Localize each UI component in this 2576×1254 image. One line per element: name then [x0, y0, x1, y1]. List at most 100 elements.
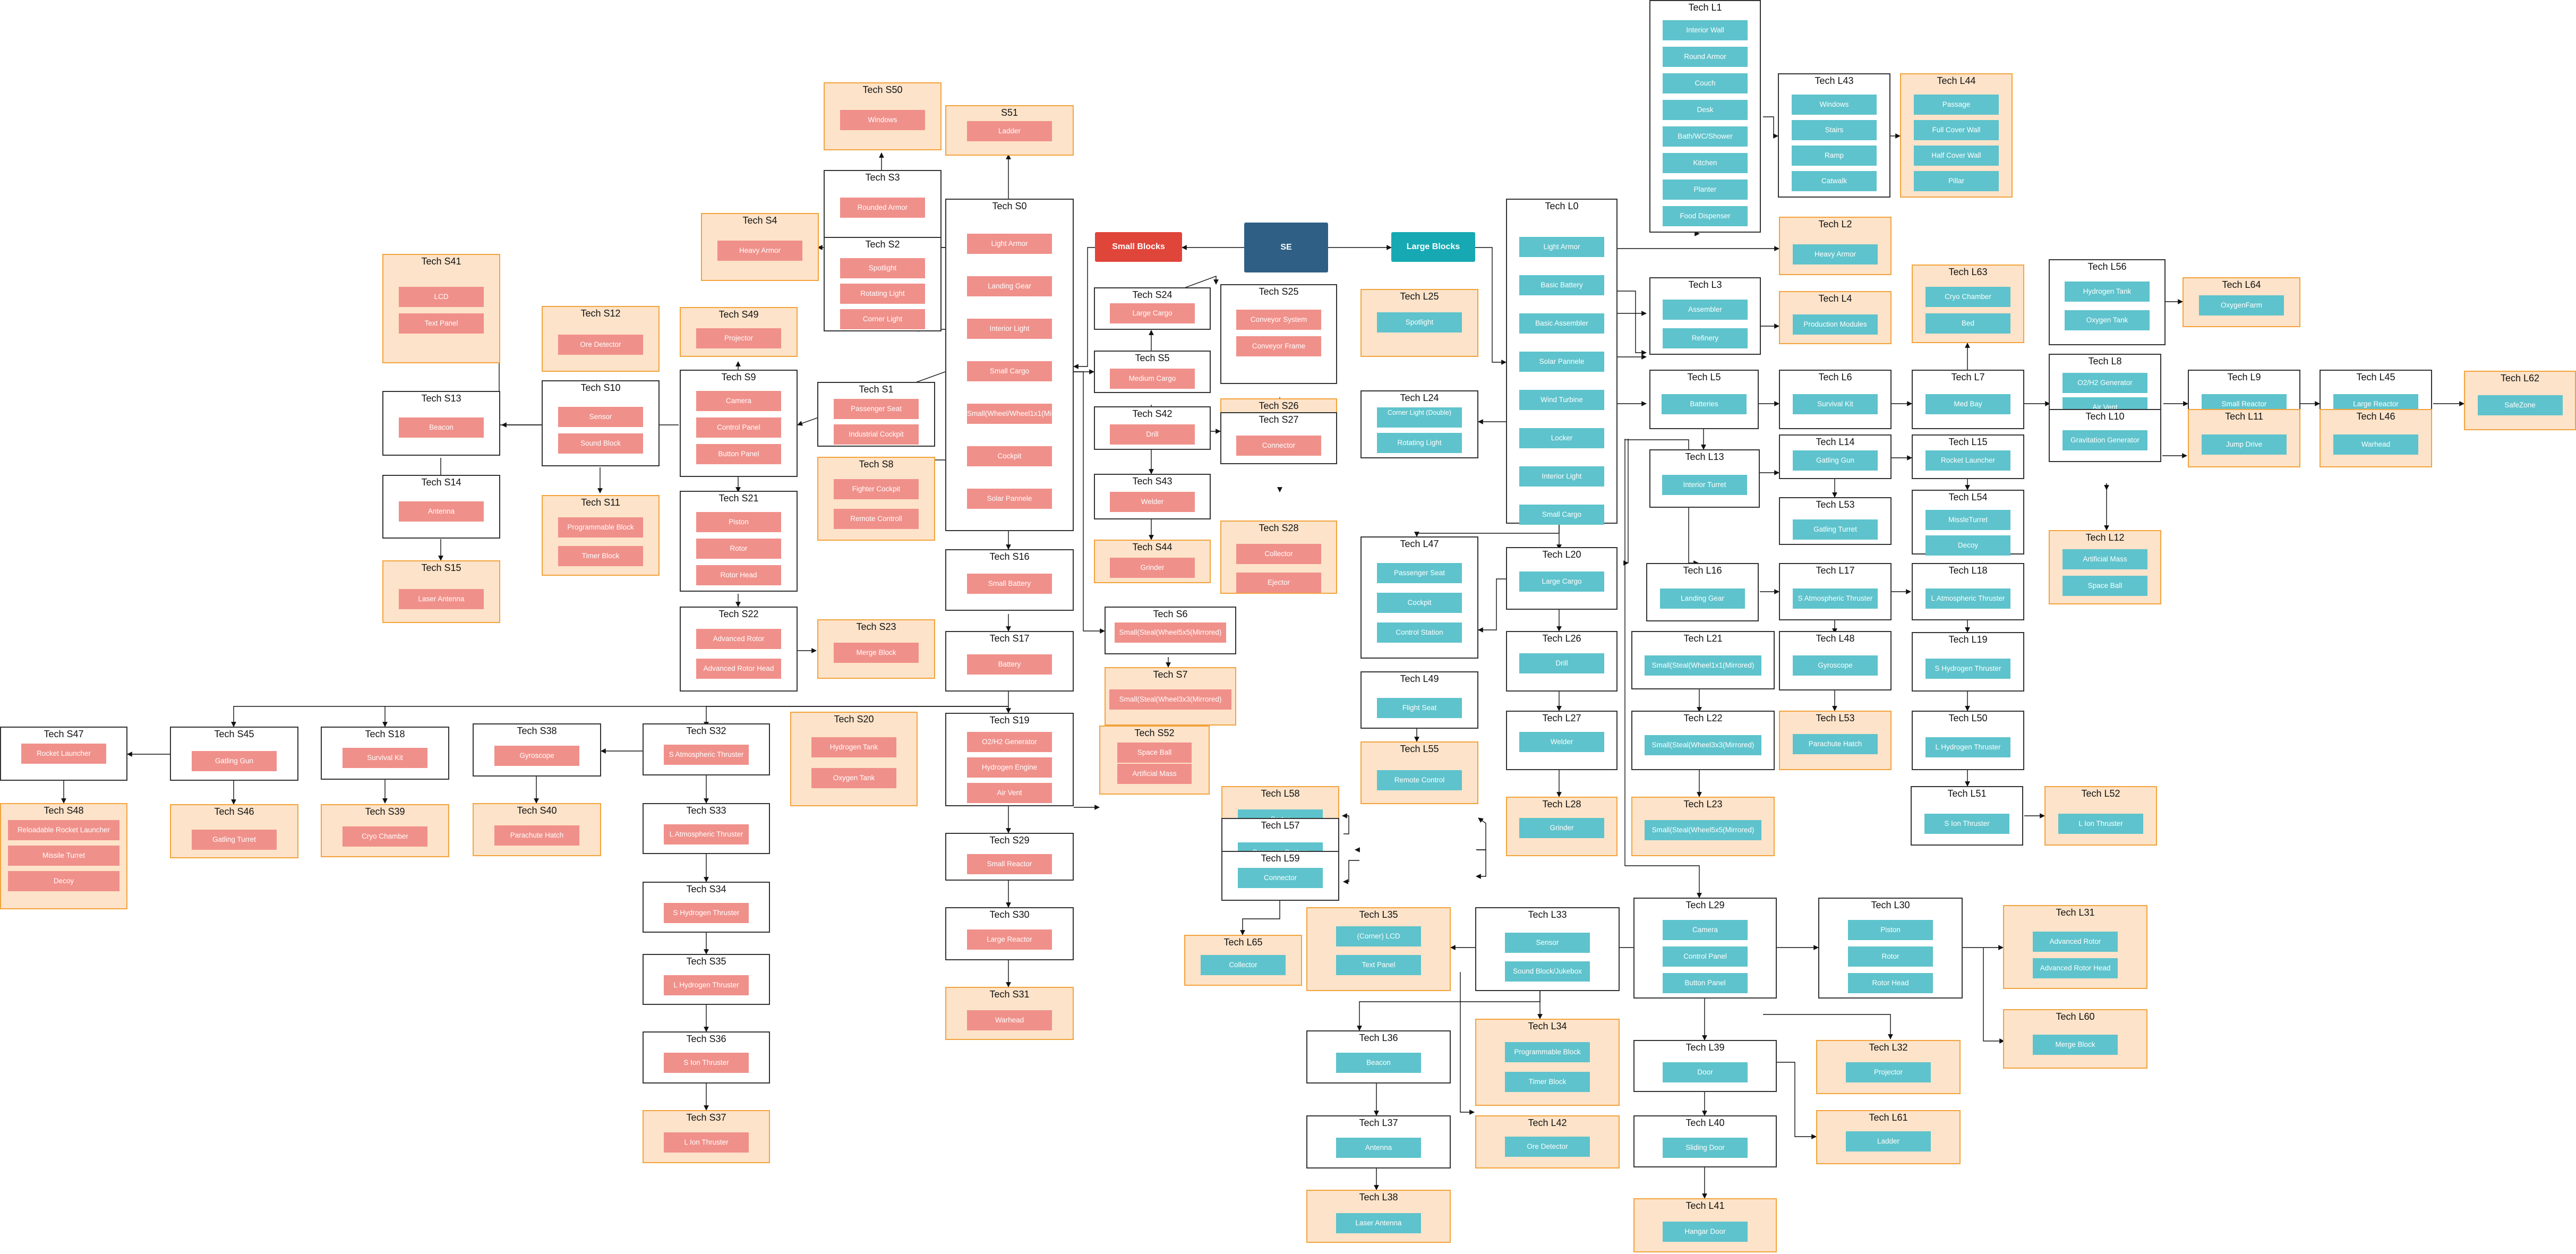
tech-item[interactable]: Text Panel [1336, 955, 1421, 975]
tech-item[interactable]: Warhead [2333, 434, 2418, 455]
tech-item[interactable]: Passage [1914, 95, 1999, 115]
tech-item[interactable]: Pillar [1914, 171, 1999, 191]
tech-item[interactable]: Ladder [1846, 1131, 1931, 1151]
tech-item[interactable]: Small(Steal(Wheel3x3(Mirrored) [1109, 689, 1231, 710]
tech-item[interactable]: Artificial Mass [2062, 549, 2147, 569]
tech-item[interactable]: Button Panel [696, 444, 781, 464]
tech-item[interactable]: Collector [1236, 544, 1321, 564]
tech-item[interactable]: Corner Light [840, 309, 925, 329]
tech-item[interactable]: Collector [1201, 955, 1286, 975]
tech-item[interactable]: Cryo Chamber [1925, 287, 2010, 307]
tech-item[interactable]: Cryo Chamber [343, 826, 427, 847]
tech-item[interactable]: Timer Block [1505, 1072, 1590, 1092]
tech-item[interactable]: Light Armor [967, 234, 1052, 254]
tech-item[interactable]: Heavy Armor [1793, 244, 1878, 265]
tech-item[interactable]: Space Ball [1117, 743, 1192, 763]
tech-item[interactable]: Small(Steal(Wheel5x5(Mirrored) [1645, 820, 1761, 840]
tech-item[interactable]: Grinder [1110, 558, 1195, 578]
tech-item[interactable]: Flight Seat [1377, 698, 1462, 718]
tech-item[interactable]: Hydrogen Tank [2065, 281, 2150, 302]
tech-item[interactable]: L Atmospheric Thruster [1925, 588, 2010, 609]
tech-item[interactable]: Small(Steal(Wheel3x3(Mirrored) [1645, 735, 1761, 755]
tech-item[interactable]: L Ion Thruster [664, 1132, 749, 1153]
tech-item[interactable]: Spotlight [1377, 312, 1462, 332]
tech-item[interactable]: Landing Gear [967, 276, 1052, 296]
tech-item[interactable]: Rocket Launcher [21, 744, 106, 764]
tech-item[interactable]: Button Panel [1663, 973, 1748, 993]
tech-item[interactable]: Rotating Light [840, 284, 925, 304]
tech-item[interactable]: Med Bay [1925, 394, 2010, 414]
tech-item[interactable]: Antenna [1336, 1138, 1421, 1158]
tech-item[interactable]: Kitchen [1663, 153, 1748, 173]
tech-item[interactable]: Drill [1110, 424, 1195, 445]
tech-item[interactable]: Programmable Block [558, 517, 643, 538]
tech-item[interactable]: Battery [967, 654, 1052, 675]
tech-item[interactable]: Large Cargo [1110, 303, 1195, 323]
tech-item[interactable]: MissleTurret [1925, 510, 2010, 530]
tech-item[interactable]: Sensor [1505, 933, 1590, 953]
tech-item[interactable]: L Atmospheric Thruster [664, 824, 749, 844]
tech-item[interactable]: Gravitation Generator [2062, 430, 2147, 450]
tech-item[interactable]: Merge Block [834, 643, 919, 663]
tech-item[interactable]: Cockpit [967, 446, 1052, 466]
tech-item[interactable]: Heavy Armor [717, 241, 802, 261]
tech-item[interactable]: Advanced Rotor [2033, 932, 2118, 952]
tech-item[interactable]: Rounded Armor [840, 198, 925, 218]
tech-item[interactable]: Half Cover Wall [1914, 146, 1999, 166]
tech-item[interactable]: S Hydrogen Thruster [664, 903, 749, 923]
tech-item[interactable]: Full Cover Wall [1914, 120, 1999, 140]
tech-item[interactable]: Medium Cargo [1110, 369, 1195, 389]
tech-item[interactable]: Artificial Mass [1117, 764, 1192, 784]
tech-item[interactable]: Small(Wheel/Wheel1x1(Mirrored) [967, 404, 1052, 424]
tech-item[interactable]: Couch [1663, 73, 1748, 93]
tech-item[interactable]: Small Battery [967, 574, 1052, 594]
tech-item[interactable]: Rotor [1848, 946, 1933, 967]
tech-item[interactable]: Antenna [399, 501, 484, 522]
tech-item[interactable]: Catwalk [1792, 171, 1877, 191]
tech-item[interactable]: Cockpit [1377, 593, 1462, 613]
tech-item[interactable]: Control Panel [696, 417, 781, 438]
tech-item[interactable]: Space Ball [2062, 576, 2147, 596]
tech-item[interactable]: L Hydrogen Thruster [1925, 737, 2010, 757]
tech-item[interactable]: Production Modules [1793, 314, 1878, 335]
tech-item[interactable]: Rotor Head [696, 565, 781, 585]
tech-item[interactable]: Decoy [8, 871, 119, 891]
tech-item[interactable]: Grinder [1519, 818, 1604, 838]
